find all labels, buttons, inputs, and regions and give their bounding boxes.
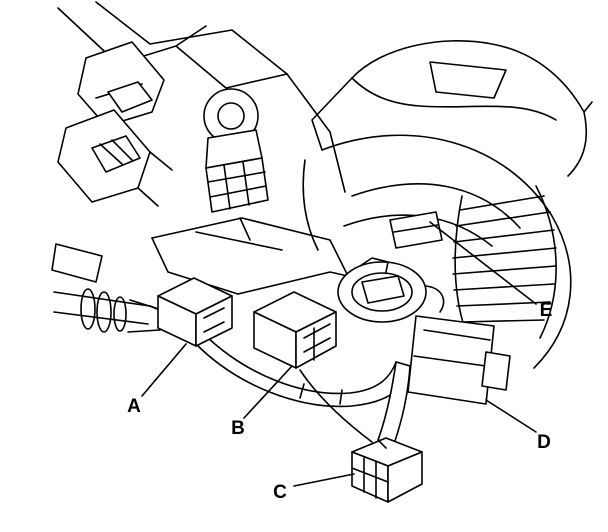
engine-mount-bracket — [151, 217, 349, 295]
callout-label-e: E — [540, 300, 553, 321]
top-left-sensor-assembly — [57, 41, 173, 207]
connector-e — [389, 211, 443, 249]
connector-a — [157, 277, 233, 347]
leader-line-e — [429, 221, 537, 305]
connector-b — [253, 291, 337, 369]
top-center-connector — [203, 88, 269, 241]
leader-line-c — [293, 473, 355, 487]
callout-label-c: C — [273, 482, 287, 503]
callout-labels: A B C D E — [127, 300, 552, 503]
leader-line-d — [485, 399, 537, 433]
leader-line-b — [243, 365, 293, 419]
round-coupler — [337, 257, 445, 323]
engine-background-lines — [57, 1, 593, 369]
drive-axle — [51, 243, 179, 333]
connector-c — [351, 437, 423, 503]
callout-label-b: B — [231, 418, 245, 439]
callout-label-d: D — [537, 432, 551, 453]
callout-leader-lines — [141, 221, 537, 487]
connector-d — [407, 315, 511, 405]
callout-label-a: A — [127, 396, 141, 417]
leader-line-a — [141, 343, 187, 397]
